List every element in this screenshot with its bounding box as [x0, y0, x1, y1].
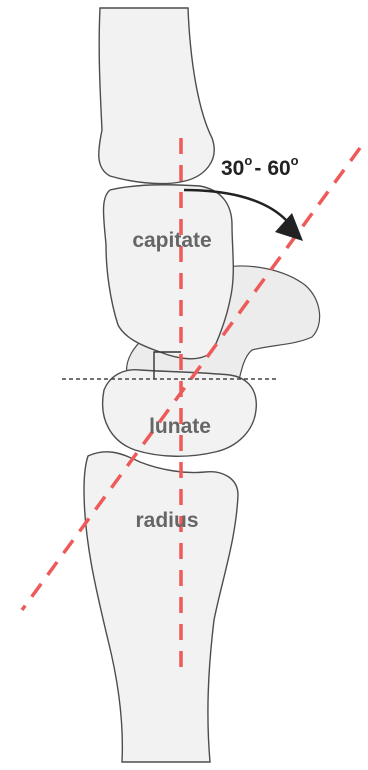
capitate-bone: [104, 185, 234, 359]
radius-label: radius: [135, 509, 198, 532]
arrowhead-icon: [275, 213, 303, 241]
angle-from: 30: [221, 157, 244, 180]
svg-text:30o-60o: 30o-60o: [221, 153, 299, 180]
capitate-label: capitate: [132, 229, 211, 252]
metacarpal-bone: [99, 8, 214, 184]
angle-to: 60: [267, 157, 290, 180]
angle-degree-1: o: [244, 153, 252, 168]
radius-bone: [84, 452, 238, 762]
angle-separator: -: [254, 157, 261, 180]
lunate-label: lunate: [149, 415, 211, 438]
angle-degree-2: o: [291, 153, 299, 168]
